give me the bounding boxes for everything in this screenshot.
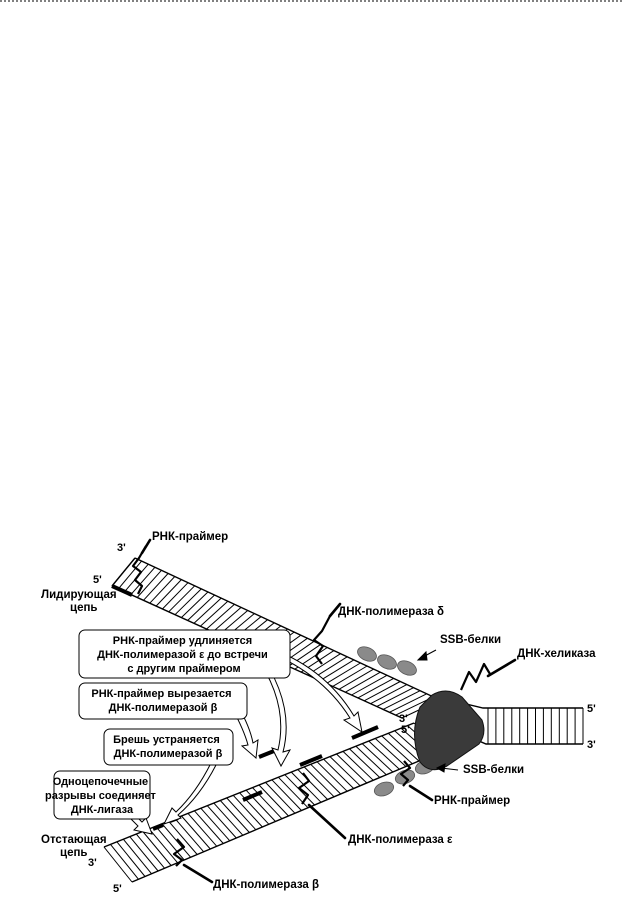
ssb-protein bbox=[355, 644, 379, 664]
label-ssb-bottom: SSB-белки bbox=[463, 764, 524, 776]
label-rna-primer-bottom: РНК-праймер bbox=[434, 795, 510, 807]
primer-mark-excised bbox=[259, 751, 274, 757]
leading-strand-end-cap bbox=[112, 558, 135, 586]
base-pair-rung bbox=[375, 739, 406, 767]
base-pair-rung bbox=[149, 829, 177, 863]
pol-delta-squiggle bbox=[314, 616, 330, 664]
label-pol-epsilon: ДНК-полимераза ε bbox=[348, 834, 453, 846]
base-pair-rung bbox=[194, 811, 223, 844]
base-pair-rung bbox=[349, 749, 379, 778]
leader-rna-primer-bottom bbox=[410, 786, 432, 800]
base-pair-rung bbox=[382, 736, 413, 764]
label-lagging-strand-1: Отстающая bbox=[41, 834, 107, 846]
callout-line: ДНК-полимеразой β bbox=[114, 748, 223, 760]
base-pair-rung bbox=[311, 764, 341, 794]
base-pair-rung bbox=[136, 834, 164, 868]
base-pair-rung bbox=[343, 751, 373, 780]
callout-line: РНК-праймер удлиняется bbox=[113, 635, 252, 647]
leading-strand-top bbox=[135, 558, 440, 700]
primer-mark-fork bbox=[352, 727, 378, 738]
base-pair-rung bbox=[272, 780, 302, 811]
dna-helicase bbox=[415, 691, 484, 770]
label-pol-delta: ДНК-полимераза δ bbox=[338, 606, 444, 618]
base-pair-rung bbox=[117, 842, 145, 877]
label-lagging-strand-2: цепь bbox=[60, 847, 87, 859]
callout-line: ДНК-лигаза bbox=[71, 804, 134, 816]
end-label: 3' bbox=[117, 542, 126, 554]
base-pair-rung bbox=[175, 819, 204, 852]
leader-pol-epsilon bbox=[309, 805, 345, 838]
label-helicase: ДНК-хеликаза bbox=[517, 648, 596, 660]
leader-helicase bbox=[488, 660, 515, 676]
base-pair-rung bbox=[214, 803, 243, 835]
base-pair-rung bbox=[104, 847, 132, 882]
callout-line: Одноцепочечные bbox=[53, 776, 148, 788]
base-pair-rung bbox=[356, 746, 386, 775]
base-pair-rung bbox=[362, 744, 393, 772]
end-label: 5' bbox=[401, 724, 410, 736]
callout-line: ДНК-полимеразой β bbox=[109, 702, 218, 714]
end-label: 5' bbox=[587, 703, 596, 715]
ssb-proteins-top bbox=[355, 644, 419, 678]
base-pair-rung bbox=[337, 754, 367, 783]
base-pair-rung bbox=[123, 839, 151, 874]
rna-primer-squiggle-top bbox=[133, 546, 146, 594]
base-pair-rung bbox=[259, 785, 289, 816]
ssb-protein bbox=[372, 779, 395, 798]
leader-rna-primer-top bbox=[142, 540, 150, 553]
end-label: 5' bbox=[113, 883, 122, 895]
label-leading-strand-1: Лидирующая bbox=[41, 589, 117, 601]
base-pair-rung bbox=[266, 782, 296, 813]
leader-pol-beta bbox=[184, 865, 212, 882]
base-pair-rung bbox=[324, 759, 354, 788]
base-pair-rung bbox=[111, 844, 139, 879]
primer-mark-small-1 bbox=[153, 825, 163, 829]
base-pair-rung bbox=[201, 808, 230, 841]
primer-mark-lagging-left bbox=[243, 792, 262, 800]
callout-line: с другим праймером bbox=[127, 663, 240, 675]
base-pair-rung bbox=[143, 832, 171, 866]
base-pair-rung bbox=[317, 762, 347, 792]
base-pair-rung bbox=[220, 801, 249, 833]
base-pair-rung bbox=[130, 837, 158, 871]
base-pair-rung bbox=[330, 757, 360, 786]
base-pair-rung bbox=[207, 806, 236, 838]
callout-line: ДНК-полимеразой ε до встречи bbox=[97, 649, 268, 661]
label-leading-strand-2: цепь bbox=[70, 602, 97, 614]
base-pair-rung bbox=[188, 813, 217, 846]
callout-line: РНК-праймер вырезается bbox=[91, 688, 231, 700]
callout-line: Брешь устраняется bbox=[113, 734, 220, 746]
base-pair-rung bbox=[169, 821, 198, 854]
label-pol-beta: ДНК-полимераза β bbox=[213, 879, 319, 891]
end-label: 5' bbox=[93, 574, 102, 586]
ssb-top-arrowhead bbox=[418, 652, 427, 660]
callout-arrow-gap bbox=[164, 763, 216, 824]
parental-strand-top bbox=[462, 703, 583, 708]
base-pair-rung bbox=[369, 741, 400, 769]
end-label: 3' bbox=[88, 857, 97, 869]
end-label: 3' bbox=[587, 739, 596, 751]
helicase-squiggle bbox=[461, 664, 490, 690]
ssb-protein bbox=[375, 652, 399, 672]
label-ssb-top: SSB-белки bbox=[440, 634, 501, 646]
callout-line: разрывы соединяет bbox=[45, 790, 156, 802]
base-pair-rung bbox=[227, 798, 256, 830]
base-pair-rung bbox=[182, 816, 211, 849]
label-rna-primer-top: РНК-праймер bbox=[152, 531, 228, 543]
ssb-protein bbox=[395, 658, 419, 678]
